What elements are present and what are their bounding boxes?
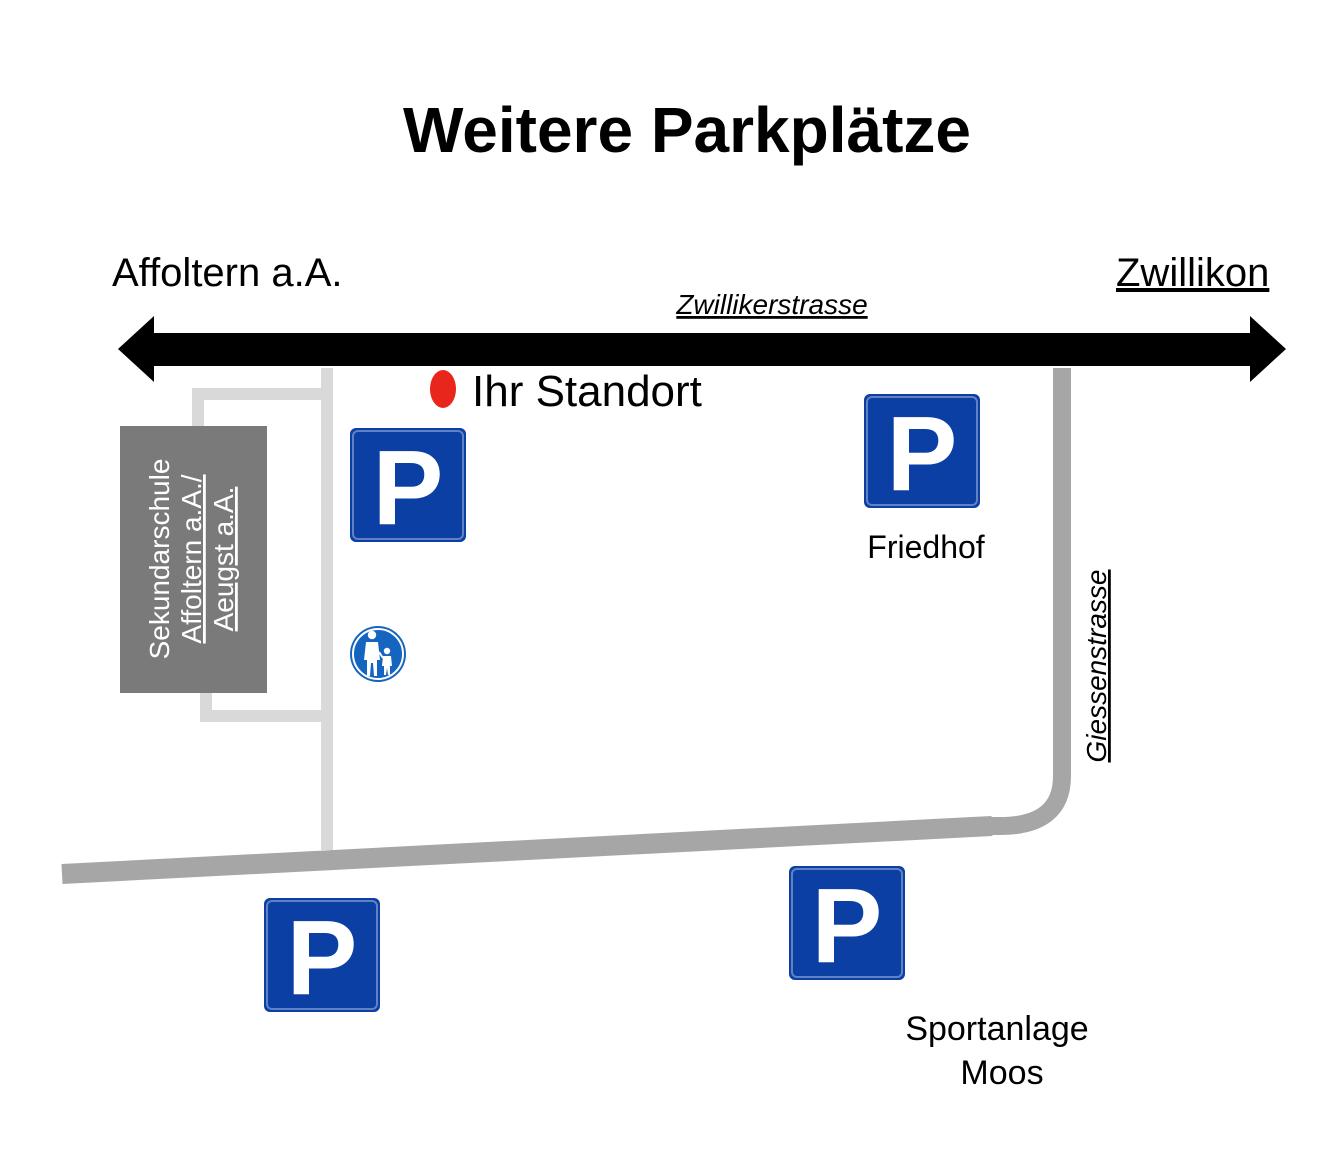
- destination-left-label: Affoltern a.A.: [112, 251, 343, 295]
- sportanlage-label-line-1: Sportanlage: [905, 1010, 1088, 1048]
- location-dot-icon: [430, 370, 456, 408]
- lower-road: [61, 816, 993, 884]
- sportanlage-label-line-2: Moos: [960, 1054, 1043, 1092]
- main-street-label: Zwillikerstrasse: [675, 289, 867, 320]
- school-label-line-3: Aeugst a.A.: [208, 487, 239, 632]
- school-label-line-2: Affoltern a.A./: [176, 474, 207, 643]
- pedestrian-path-icon: [348, 624, 408, 684]
- zwillikerstrasse-road: [118, 316, 1286, 382]
- giessenstrasse-label: Giessenstrasse: [1081, 570, 1112, 763]
- school-label-line-1: Sekundarschule: [144, 459, 175, 660]
- destination-right-label: Zwillikon: [1116, 251, 1269, 295]
- parking-sign-icon: [863, 393, 981, 514]
- school-path: [192, 388, 327, 722]
- school-label: Sekundarschule Affoltern a.A./ Aeugst a.…: [144, 459, 239, 660]
- friedhof-label: Friedhof: [867, 529, 985, 565]
- giessenstrasse-road: [985, 368, 1071, 835]
- parking-sign-icon: [349, 427, 467, 548]
- page-title: Weitere Parkplätze: [403, 94, 971, 166]
- parking-sign-icon: [263, 897, 381, 1018]
- location-label: Ihr Standort: [472, 367, 702, 416]
- parking-sign-icon: [788, 865, 906, 986]
- school-building: [120, 426, 267, 693]
